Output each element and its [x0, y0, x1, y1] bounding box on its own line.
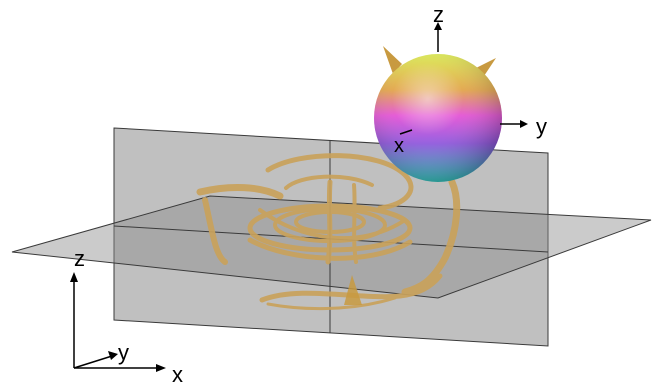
glyph-sphere — [374, 46, 502, 182]
isosurface-ribbons — [196, 153, 461, 311]
sphere-z-label: z — [433, 2, 444, 27]
global-z-label: z — [74, 246, 85, 271]
sphere-axes — [399, 22, 528, 135]
global-axes — [70, 272, 166, 372]
ribbon-spike — [344, 275, 362, 305]
global-x-label: x — [172, 362, 183, 387]
sphere-x-label: x — [394, 135, 404, 157]
sphere-y-label: y — [536, 114, 547, 139]
sphere-spike-left — [383, 46, 402, 74]
global-y-label: y — [118, 340, 129, 365]
